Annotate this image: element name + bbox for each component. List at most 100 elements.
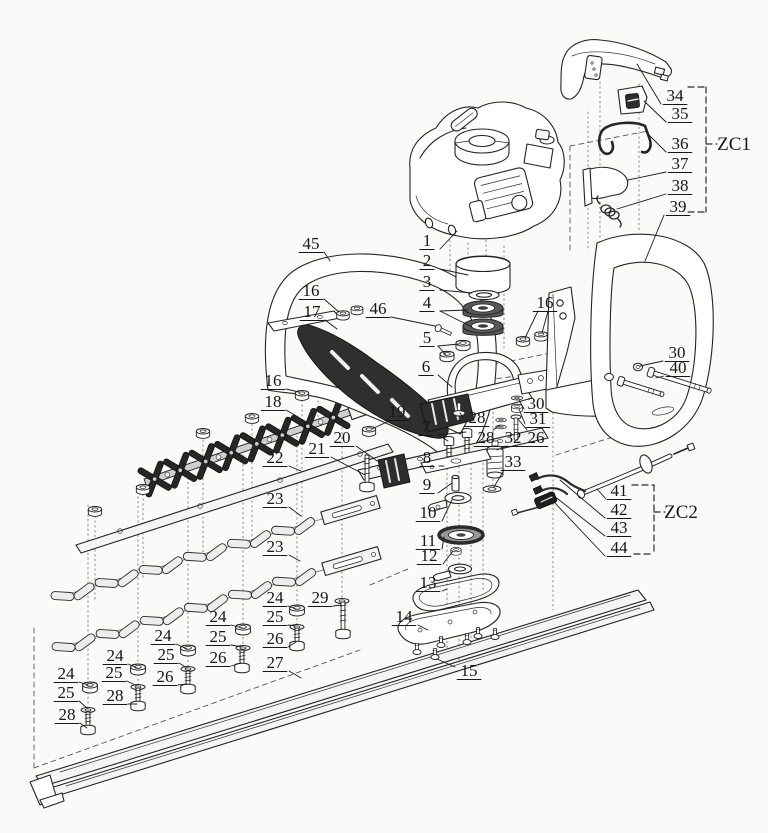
part-36-throttle-rod bbox=[597, 121, 652, 156]
nut-16 bbox=[534, 331, 548, 342]
part-number: 8 bbox=[423, 448, 432, 467]
part-number: 24 bbox=[107, 646, 125, 665]
part-number: 24 bbox=[155, 626, 173, 645]
callout-28-31: 28 bbox=[102, 686, 138, 705]
callout-37-55: 37 bbox=[627, 154, 693, 181]
callout-25-30: 25 bbox=[101, 663, 138, 687]
part-13-gasket bbox=[412, 573, 500, 612]
callout-9-8: 9 bbox=[419, 475, 453, 494]
part-number: 15 bbox=[461, 661, 478, 680]
part-number: 33 bbox=[505, 452, 522, 471]
callout-44-61: 44 bbox=[553, 501, 632, 557]
part-number: 25 bbox=[106, 663, 123, 682]
callout-25-39: 25 bbox=[262, 607, 297, 627]
callout-33-49: 33 bbox=[493, 452, 526, 488]
part-number: 29 bbox=[312, 588, 329, 607]
part-number: 38 bbox=[672, 176, 689, 195]
part-number: 1 bbox=[423, 231, 432, 250]
callout-30-50: 30 bbox=[639, 343, 690, 367]
blade-nut bbox=[135, 484, 151, 495]
part-number: 16 bbox=[265, 371, 282, 390]
callout-25-33: 25 bbox=[153, 645, 188, 669]
callout-30-47: 30 bbox=[518, 394, 549, 413]
nut-5 bbox=[455, 339, 471, 352]
part-38-spring bbox=[596, 195, 622, 228]
part-29-bolt bbox=[334, 598, 351, 640]
part-number: 2 bbox=[423, 251, 432, 270]
part-number: 35 bbox=[672, 104, 689, 123]
part-number: 25 bbox=[58, 683, 75, 702]
callout-41-58: 41 bbox=[596, 481, 632, 500]
callout-24-38: 24 bbox=[262, 588, 297, 610]
part-35-switch bbox=[617, 85, 648, 115]
blade-nut bbox=[195, 428, 211, 439]
callout-34-52: 34 bbox=[636, 63, 688, 105]
part-10-eccentric-crank bbox=[427, 491, 472, 512]
washer-28 bbox=[495, 417, 507, 423]
part-46-screw bbox=[434, 324, 452, 336]
part-number: 43 bbox=[611, 518, 628, 537]
part-number: 3 bbox=[423, 272, 432, 291]
callout-26-40: 26 bbox=[262, 629, 297, 648]
part-number: 12 bbox=[421, 546, 438, 565]
part-number: 46 bbox=[370, 299, 387, 318]
part-number: 42 bbox=[611, 500, 628, 519]
cable-ferrule bbox=[639, 454, 653, 474]
part-number: 25 bbox=[210, 627, 227, 646]
nut-5 bbox=[439, 350, 455, 363]
cable-rod bbox=[510, 505, 544, 516]
callout-16-15: 16 bbox=[524, 293, 558, 339]
part-37-trigger bbox=[582, 166, 629, 207]
part-number: 23 bbox=[267, 537, 284, 556]
callout-39-57: 39 bbox=[644, 197, 691, 262]
part-number: 24 bbox=[58, 664, 76, 683]
part-33-washer bbox=[482, 485, 502, 493]
part-number: 30 bbox=[669, 343, 686, 362]
callout-20-21: 20 bbox=[329, 428, 387, 468]
callout-25-36: 25 bbox=[205, 627, 243, 648]
callout-15-14: 15 bbox=[436, 658, 482, 680]
callout-25-27: 25 bbox=[53, 683, 88, 709]
part-number: 39 bbox=[670, 197, 687, 216]
callout-layer: 1234567891011121314151616161718192021222… bbox=[53, 63, 751, 729]
part-number: 17 bbox=[304, 302, 322, 321]
cylinder-detail bbox=[468, 167, 534, 223]
callout-3-2: 3 bbox=[419, 272, 473, 294]
part-number: 26 bbox=[528, 428, 545, 447]
part-number: 28 bbox=[107, 686, 124, 705]
callout-4-3: 4 bbox=[419, 293, 473, 328]
front-bracket bbox=[545, 286, 576, 393]
part-44-block bbox=[534, 491, 558, 509]
callout-24-32: 24 bbox=[150, 626, 188, 650]
callout-12-11: 12 bbox=[416, 546, 454, 565]
part-number: 28 bbox=[469, 408, 486, 427]
callout-23-24: 23 bbox=[262, 489, 302, 517]
part-11-gear bbox=[437, 525, 485, 545]
part-1-engine bbox=[409, 101, 565, 240]
blade-nut bbox=[244, 413, 260, 424]
part-39-rear-handle bbox=[545, 233, 714, 447]
callout-46-63: 46 bbox=[365, 299, 436, 327]
wire-43 bbox=[532, 485, 569, 496]
part-number: 30 bbox=[528, 394, 545, 413]
group-label-ZC2: ZC2 bbox=[631, 484, 698, 555]
part-9-pin bbox=[451, 474, 460, 492]
part-number: 45 bbox=[303, 234, 320, 253]
part-number: 21 bbox=[309, 439, 326, 458]
part-number: 34 bbox=[667, 86, 685, 105]
washer-30 bbox=[510, 395, 523, 401]
callout-38-56: 38 bbox=[616, 176, 693, 210]
callout-26-37: 26 bbox=[205, 648, 242, 667]
blade-nut bbox=[87, 506, 103, 517]
bolt-26 bbox=[510, 414, 522, 441]
part-23-blade-lower bbox=[49, 546, 382, 660]
callout-21-22: 21 bbox=[304, 439, 366, 476]
part-number: 10 bbox=[420, 503, 437, 522]
part-number: 36 bbox=[672, 134, 689, 153]
part-34-handle-cover bbox=[560, 39, 672, 100]
callout-16-16: 16 bbox=[298, 281, 340, 313]
part-number: 5 bbox=[423, 328, 432, 347]
callout-1-0: 1 bbox=[419, 230, 458, 250]
